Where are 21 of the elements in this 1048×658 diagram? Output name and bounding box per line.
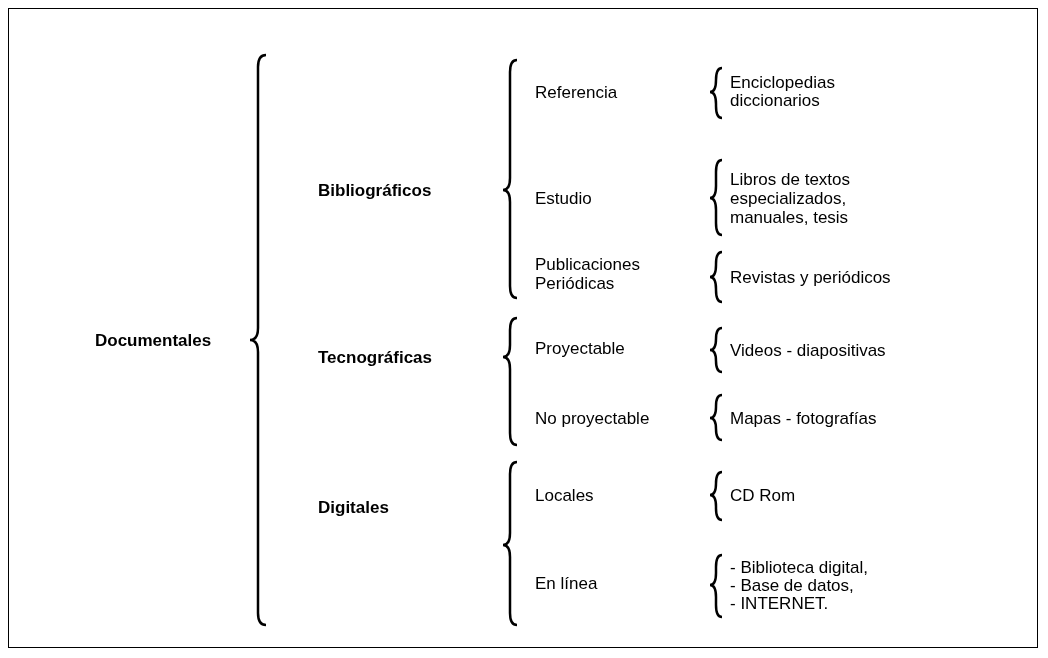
example-label: Videos - diapositivas [730, 340, 886, 360]
example-label: Libros de textos especializados, manuales, tesis [730, 169, 851, 227]
subcategory-label: Proyectable [535, 338, 625, 358]
subcategory-label: Locales [535, 485, 594, 505]
example-label: Enciclopedias [730, 72, 835, 92]
subcategory-label: Referencia [535, 82, 618, 102]
example-label: diccionarios [730, 90, 820, 110]
subcategory-label: Publicaciones Periódicas [535, 255, 641, 293]
example-label: Revistas y periódicos [730, 267, 891, 287]
subcategory-label: Estudio [535, 188, 592, 208]
category-label: Bibliográficos [318, 180, 432, 200]
category-label: Tecnográficas [318, 347, 432, 367]
root-label: Documentales [95, 330, 212, 350]
subcategory-label: En línea [535, 573, 598, 593]
example-label: - INTERNET. [730, 593, 829, 613]
subcategory-label: No proyectable [535, 408, 650, 428]
category-label: Digitales [318, 497, 389, 517]
example-label: CD Rom [730, 485, 796, 505]
example-label: - Biblioteca digital, [730, 557, 868, 577]
example-label: Mapas - fotografías [730, 408, 877, 428]
example-label: - Base de datos, [730, 575, 854, 595]
